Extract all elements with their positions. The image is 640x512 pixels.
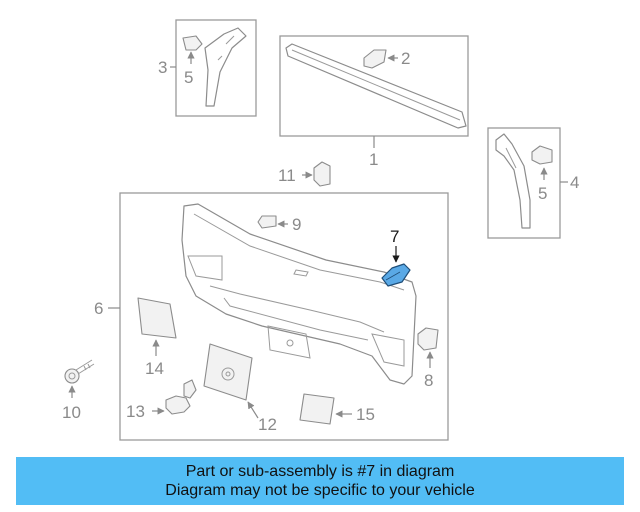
clip-2 bbox=[363, 49, 387, 69]
liftgate-trim-panel bbox=[181, 203, 417, 385]
clip-8 bbox=[417, 327, 439, 351]
pillar-trim-left bbox=[204, 27, 247, 107]
callout-15: 15 bbox=[356, 405, 375, 424]
callout-7[interactable]: 7 bbox=[390, 227, 399, 246]
banner-line-part: Part or sub-assembly is #7 in diagram bbox=[185, 463, 455, 480]
pad-14 bbox=[137, 297, 177, 339]
callout-12: 12 bbox=[258, 415, 277, 434]
panel-pull-handle bbox=[267, 325, 311, 359]
fastener-13 bbox=[165, 395, 191, 415]
callout-14: 14 bbox=[145, 359, 164, 378]
callout-8: 8 bbox=[424, 371, 433, 390]
callout-9: 9 bbox=[292, 215, 301, 234]
screw-10 bbox=[64, 368, 80, 384]
callout-6: 6 bbox=[94, 299, 103, 318]
clip-11-group bbox=[302, 161, 331, 187]
pillar-trim-right-box bbox=[487, 127, 561, 239]
banner-line-disclaimer: Diagram may not be specific to your vehi… bbox=[165, 482, 475, 499]
callout-11: 11 bbox=[278, 166, 296, 185]
pillar-trim-left-box bbox=[175, 19, 257, 117]
pillar-trim-right-group bbox=[487, 127, 568, 239]
pillar-trim-right bbox=[495, 133, 531, 229]
highlighted-part-7[interactable] bbox=[381, 263, 411, 287]
callout-3: 3 bbox=[158, 58, 167, 77]
upper-moulding-group bbox=[279, 35, 469, 148]
callout-2: 2 bbox=[401, 49, 410, 68]
callout-1: 1 bbox=[369, 150, 378, 169]
pad-15 bbox=[299, 393, 335, 425]
callout-5-lower: 5 bbox=[538, 184, 547, 203]
clip-11 bbox=[313, 161, 331, 187]
liftgate-trim-group bbox=[108, 192, 449, 441]
clip-9 bbox=[257, 215, 277, 229]
clip-5-upper bbox=[182, 35, 203, 51]
callout-5-upper: 5 bbox=[184, 68, 193, 87]
callout-4: 4 bbox=[570, 173, 579, 192]
parts-diagram: 3 5 2 1 11 5 4 9 7 6 8 14 13 10 12 15 bbox=[62, 19, 579, 441]
diagram-info-banner: Part or sub-assembly is #7 in diagram Di… bbox=[16, 457, 624, 505]
screw-10-group bbox=[64, 359, 95, 398]
callout-10: 10 bbox=[62, 403, 81, 422]
callout-13: 13 bbox=[126, 402, 145, 421]
clip-5-lower bbox=[531, 145, 553, 165]
liftgate-trim-box bbox=[119, 192, 449, 441]
panel-handle-recess-left bbox=[187, 255, 223, 281]
upper-moulding bbox=[285, 43, 467, 129]
panel-handle-recess-right bbox=[371, 333, 405, 367]
pillar-trim-left-group bbox=[170, 19, 257, 117]
